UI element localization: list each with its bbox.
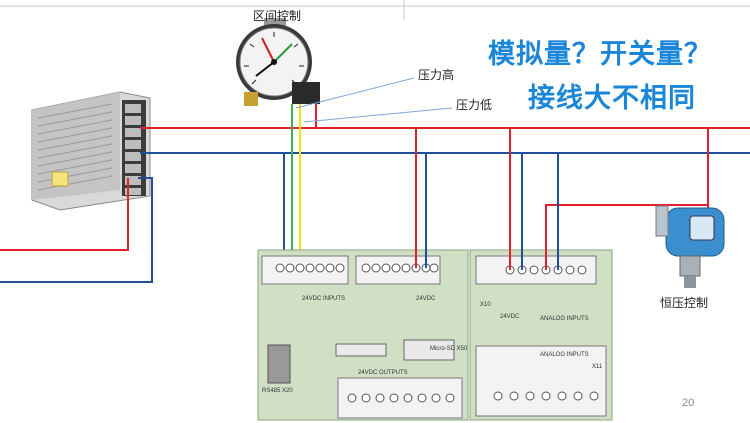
plc-x10-label: X10 bbox=[480, 302, 491, 308]
needle-black bbox=[255, 61, 275, 77]
bus-wires bbox=[0, 127, 750, 283]
power-supply bbox=[31, 91, 151, 211]
plc-output-terminals bbox=[337, 377, 463, 419]
pressure-gauge-label: 区间控制 bbox=[253, 9, 302, 23]
blue-supply-wire bbox=[0, 177, 153, 283]
callout-lines bbox=[295, 77, 453, 123]
gauge-wires bbox=[283, 104, 317, 268]
plc-cpu-module bbox=[257, 249, 469, 421]
plc-supply-label: 24VDC bbox=[416, 296, 436, 302]
plc-outputs-label: 24VDC OUTPUTS bbox=[358, 370, 408, 376]
heading-line-1: 模拟量？开关量？ bbox=[488, 39, 712, 70]
terminals-right bbox=[361, 263, 439, 273]
plc-analog-inputs-2-label: ANALOG INPUTS bbox=[540, 352, 589, 358]
needle-red bbox=[261, 37, 275, 63]
gauge-junction-box bbox=[292, 82, 320, 104]
pressure-low-label: 压力低 bbox=[456, 98, 493, 112]
plc-24vdc-label: 24VDC bbox=[500, 314, 520, 320]
pressure-transmitter bbox=[655, 205, 725, 288]
plc-analog-module bbox=[469, 249, 613, 421]
plc-x11-label: X11 bbox=[592, 364, 603, 370]
plc-analog-inputs-label: ANALOG INPUTS bbox=[540, 316, 589, 322]
power-supply-vents bbox=[37, 103, 113, 191]
heading-line-2: 接线大不相同 bbox=[528, 83, 696, 114]
transmitter-label: 恒压控制 bbox=[660, 296, 709, 310]
needle-green bbox=[273, 43, 293, 63]
terminals-left bbox=[275, 263, 345, 273]
plc-power-wires bbox=[415, 128, 427, 268]
pressure-high-label: 压力高 bbox=[418, 68, 455, 82]
plc-card-label: Micro-SD X50 bbox=[430, 346, 468, 352]
red-supply-wire bbox=[0, 178, 129, 251]
page-number: 20 bbox=[682, 397, 695, 409]
plc-digital-inputs-label: 24VDC INPUTS bbox=[302, 296, 345, 302]
analog-wires bbox=[509, 128, 709, 270]
plc-rs485-port bbox=[267, 344, 291, 384]
plc-sd-slot bbox=[403, 339, 455, 361]
pressure-gauge bbox=[236, 18, 320, 106]
gauge-stem bbox=[244, 92, 258, 106]
power-supply-sticker bbox=[51, 171, 69, 187]
plc-port-label: RS485 X20 bbox=[262, 388, 293, 394]
